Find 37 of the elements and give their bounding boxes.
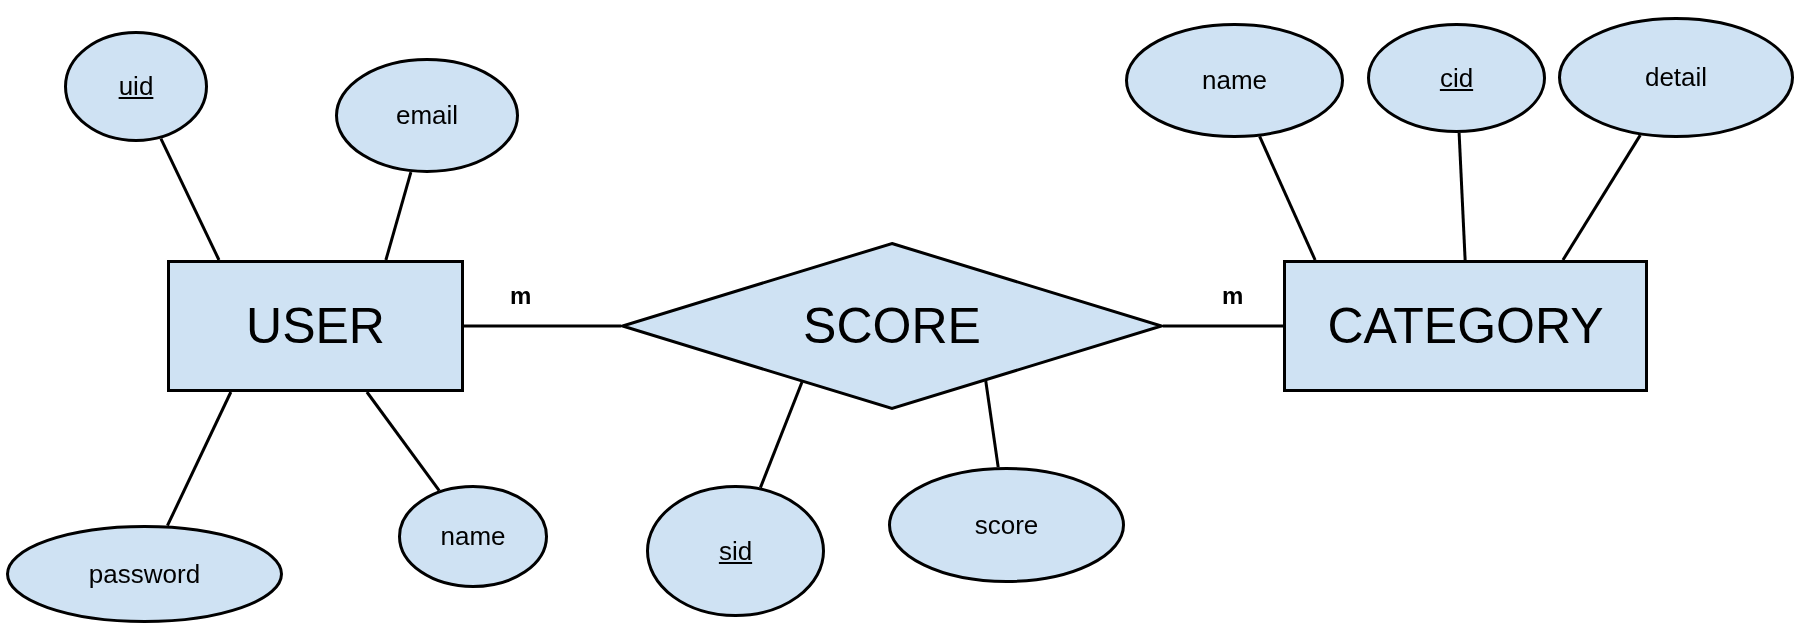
connector-line	[166, 391, 233, 527]
connector-line	[159, 137, 221, 261]
connector-line	[1457, 132, 1467, 261]
attribute-name: score	[974, 509, 1039, 541]
connector-line	[1258, 135, 1317, 261]
attribute-ellipse	[64, 31, 208, 142]
attribute-ellipse	[888, 467, 1125, 583]
attribute-name: password	[88, 558, 201, 590]
entity-box	[167, 260, 464, 392]
cardinality-label: m	[510, 282, 532, 310]
attribute-name: name	[440, 521, 506, 552]
cardinality-label: m	[1222, 282, 1244, 310]
attribute-name: detail	[1644, 62, 1708, 93]
entity-name: CATEGORY	[1327, 297, 1604, 355]
relationship-name: SCORE	[803, 297, 981, 355]
attribute-name: cid	[1439, 62, 1474, 94]
attribute-name: uid	[118, 71, 154, 102]
attribute-name: sid	[718, 535, 753, 567]
entity-name: USER	[246, 297, 385, 355]
connector-line	[1561, 134, 1642, 261]
attribute-ellipse	[335, 58, 519, 173]
connector-line	[365, 391, 441, 492]
attribute-ellipse	[6, 525, 283, 623]
attribute-name: name	[1201, 65, 1267, 96]
entity-box	[1283, 260, 1648, 392]
attribute-ellipse	[1125, 23, 1344, 138]
attribute-ellipse	[1558, 17, 1794, 138]
connector-line	[464, 324, 621, 328]
attribute-ellipse	[1367, 23, 1546, 133]
connector-line	[759, 381, 804, 489]
relationship-diamond	[621, 242, 1163, 410]
attribute-ellipse	[646, 485, 825, 617]
attribute-name: email	[395, 100, 459, 131]
attribute-ellipse	[398, 485, 548, 588]
connector-line	[984, 380, 1000, 468]
connector-line	[1163, 324, 1283, 328]
connector-line	[384, 171, 413, 261]
